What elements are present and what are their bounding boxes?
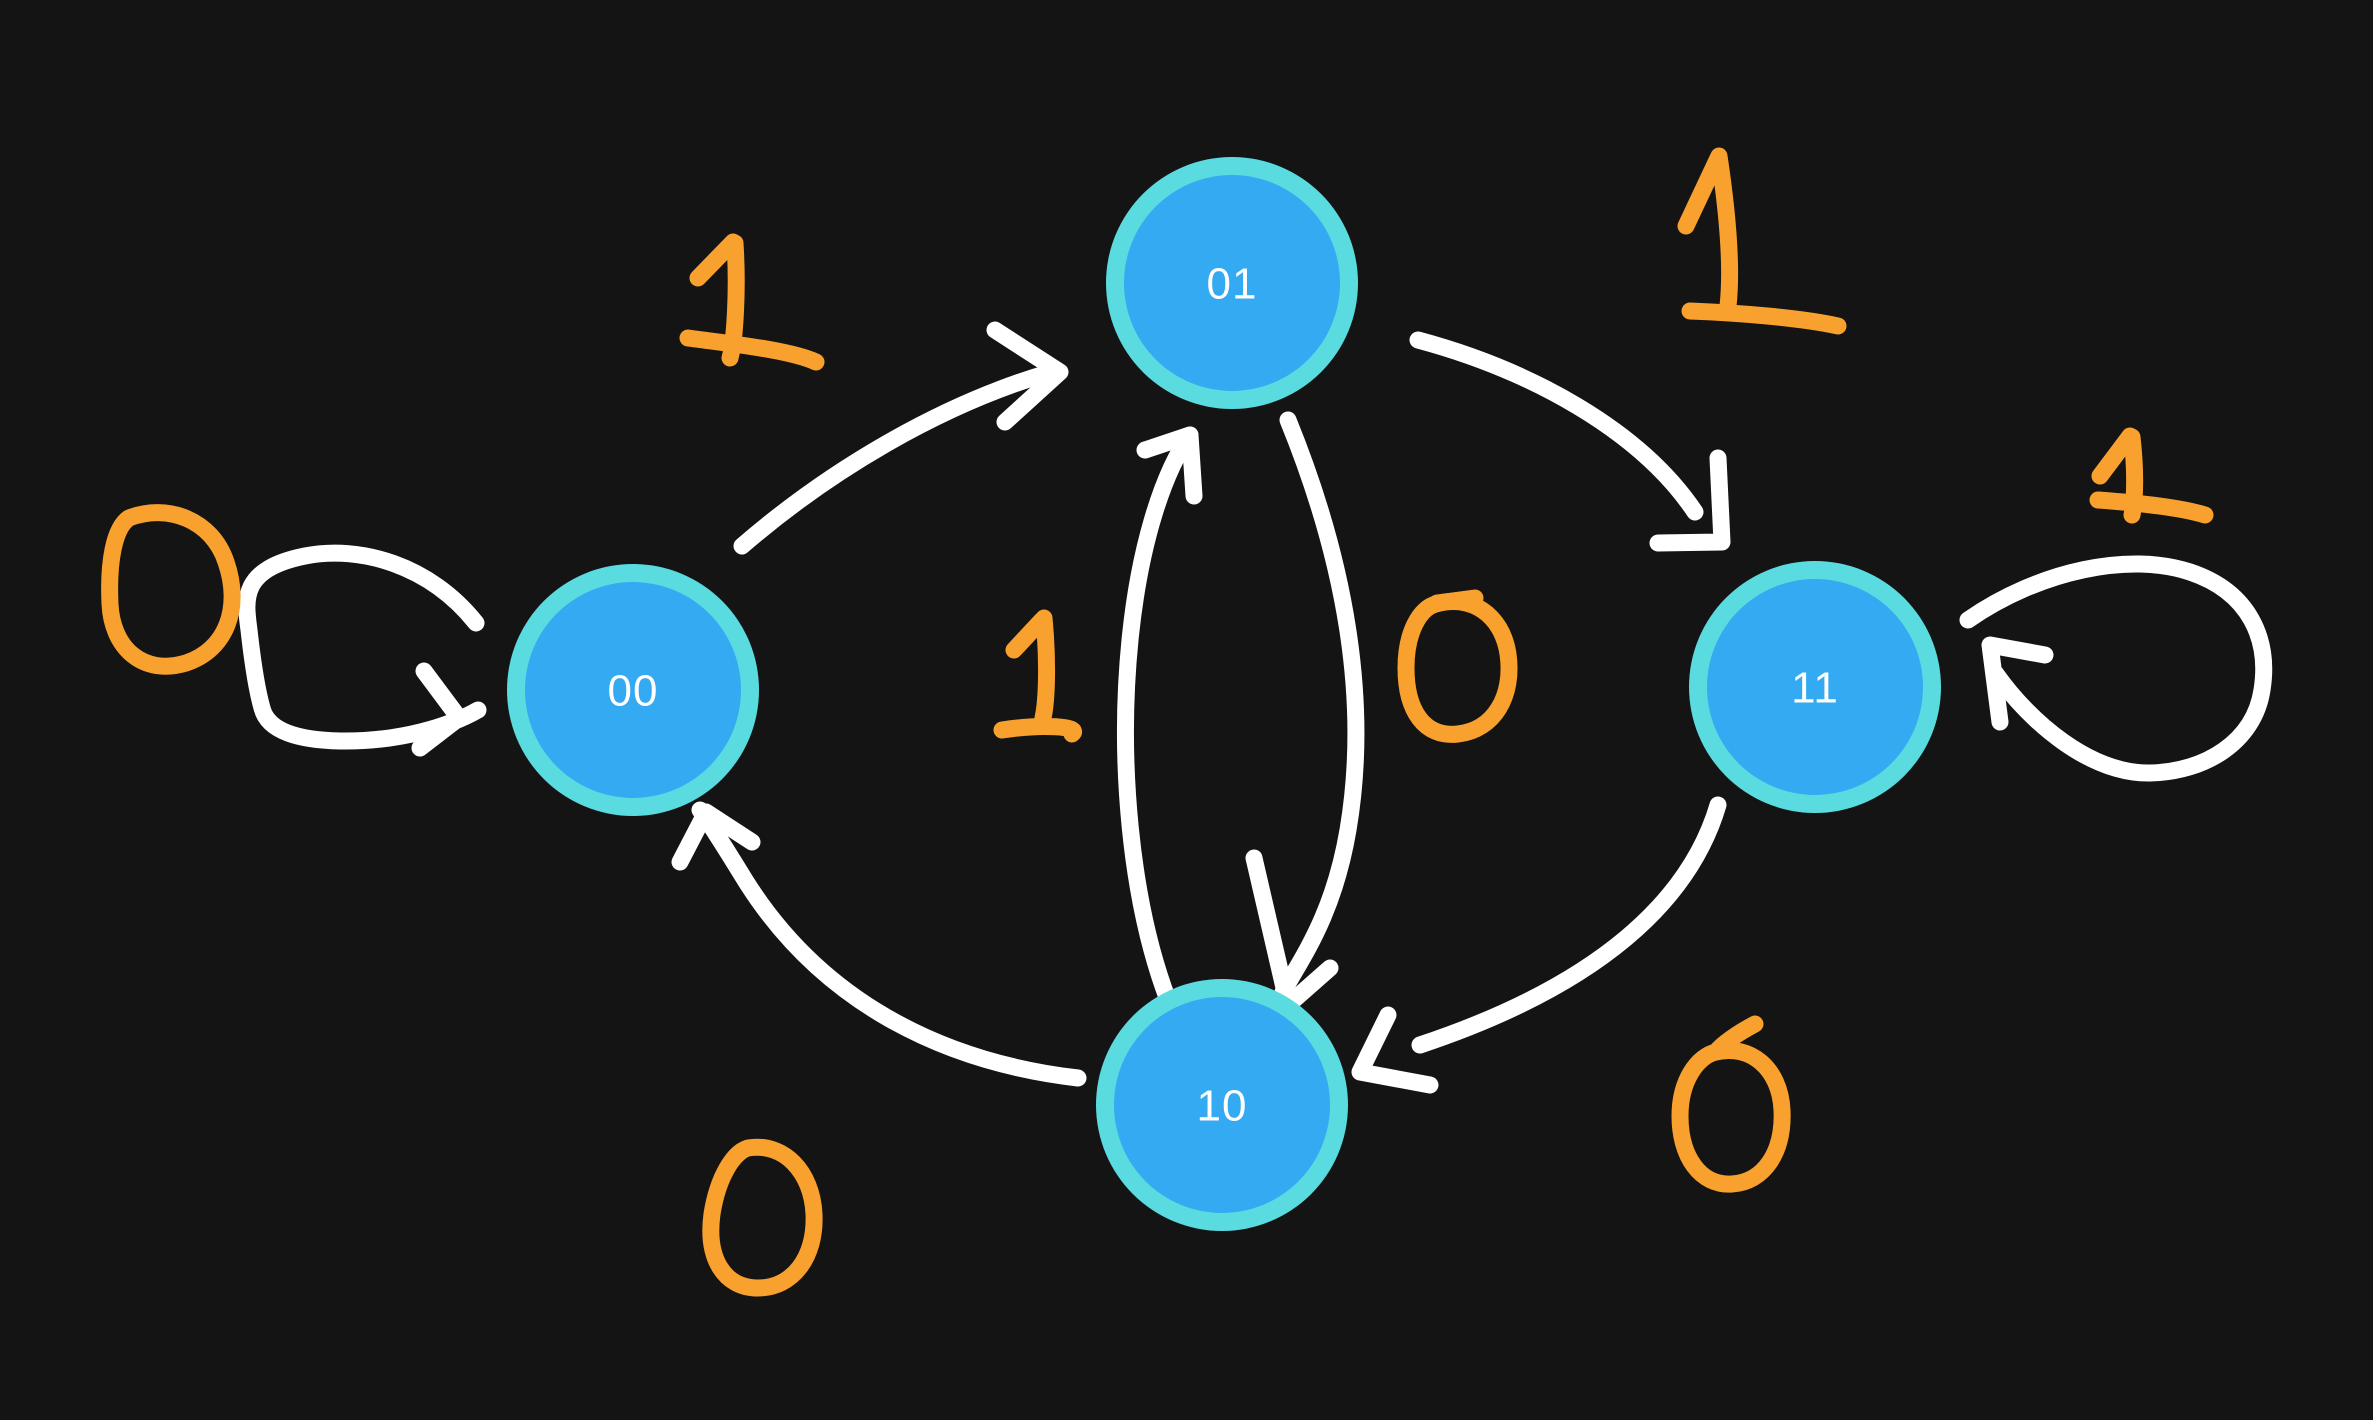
edge-path-10-01 [1117, 426, 1199, 1009]
symbol-zero-glyph [101, 504, 241, 675]
node-01-fill [1124, 175, 1340, 391]
edge-10-to-01[interactable] [1117, 426, 1203, 1009]
edge-label-10-00 [702, 1138, 823, 1297]
edge-00-to-00[interactable] [238, 544, 487, 757]
symbol-one-base [679, 329, 825, 371]
state-node-01[interactable]: 01 [1106, 157, 1358, 409]
edge-label-00-self [101, 504, 241, 675]
edge-10-to-00[interactable] [671, 801, 1087, 1087]
node-00-label: 00 [608, 667, 659, 716]
node-01-label: 01 [1207, 260, 1258, 309]
arrowhead-00-self [411, 662, 468, 757]
edge-label-01-11 [1677, 147, 1847, 335]
edge-01-to-10[interactable] [1245, 411, 1365, 1014]
state-node-00[interactable]: 00 [507, 564, 759, 816]
edge-path-11-self [1959, 555, 2273, 782]
arrowhead-10-01 [1136, 426, 1203, 505]
edge-11-to-11[interactable] [1959, 555, 2273, 782]
symbol-zero-glyph [1397, 592, 1518, 743]
edge-00-to-01[interactable] [733, 321, 1069, 555]
edge-label-00-01 [679, 233, 825, 371]
arrowhead-11-10 [1351, 1006, 1439, 1094]
node-11-label: 11 [1791, 664, 1839, 713]
edge-path-10-00 [691, 801, 1087, 1087]
edge-path-01-11 [1409, 331, 1704, 521]
symbol-zero-glyph [702, 1138, 823, 1297]
state-node-11[interactable]: 11 [1689, 561, 1941, 813]
edge-label-11-10 [1671, 1015, 1791, 1193]
symbol-one-base [2089, 491, 2214, 524]
edge-path-01-10 [1274, 411, 1365, 1001]
node-11-fill [1707, 579, 1923, 795]
arrowhead-11-self [1981, 636, 2054, 731]
state-node-10[interactable]: 10 [1096, 979, 1348, 1231]
edge-label-01-10 [1397, 589, 1518, 743]
edge-path-00-01 [733, 364, 1057, 555]
symbol-one-stem [1710, 147, 1739, 315]
arrowhead-00-01 [986, 321, 1069, 431]
symbol-six-loop [1671, 1042, 1791, 1193]
symbol-one-base [1681, 302, 1847, 335]
symbol-one-base [993, 718, 1083, 743]
edge-path-00-self [238, 544, 487, 750]
node-10-fill [1114, 997, 1330, 1213]
symbol-zero-tail [1428, 589, 1484, 612]
edge-label-11-self [2089, 427, 2214, 524]
arrowhead-10-00 [671, 803, 761, 871]
edge-path-11-10 [1411, 796, 1727, 1054]
arrowhead-01-11 [1649, 449, 1731, 552]
edge-label-10-01 [993, 609, 1083, 743]
node-00-fill [525, 582, 741, 798]
edge-11-to-10[interactable] [1351, 796, 1727, 1094]
edge-01-to-11[interactable] [1409, 331, 1731, 552]
node-10-label: 10 [1197, 1082, 1248, 1131]
symbol-one-stem [1034, 609, 1056, 727]
